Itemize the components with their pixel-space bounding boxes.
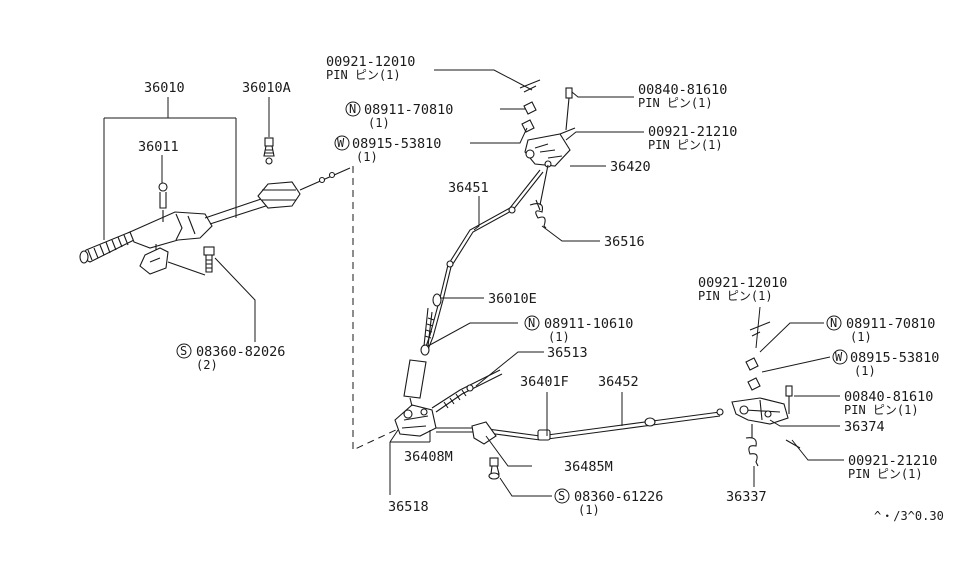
svg-text:S: S xyxy=(180,344,187,358)
equalizer-drawing xyxy=(394,369,724,480)
label-36401F: 36401F xyxy=(520,374,569,390)
part-labels: 36010 36011 36010A S 08360-82026 (2) 009… xyxy=(138,54,944,523)
label-pin-right-a-code: 00840-81610 xyxy=(844,389,933,405)
label-pin-top-desc: PIN ピン(1) xyxy=(326,68,401,82)
front-cable-drawing xyxy=(403,169,544,399)
rear-lever-drawing xyxy=(731,321,801,467)
label-pin-ur-b-desc: PIN ピン(1) xyxy=(648,138,723,152)
label-36452: 36452 xyxy=(598,374,639,390)
label-pin-right-b-desc: PIN ピン(1) xyxy=(848,467,923,481)
label-36011: 36011 xyxy=(138,139,179,155)
label-pin-ur-b-code: 00921-21210 xyxy=(648,124,737,140)
label-nut-right-code: 08911-70810 xyxy=(846,316,935,332)
label-pin-ur-a-code: 00840-81610 xyxy=(638,82,727,98)
label-washer-top-code: 08915-53810 xyxy=(352,136,441,152)
upper-bracket-drawing xyxy=(519,79,576,229)
label-36485M: 36485M xyxy=(564,459,613,475)
label-washer-right-code: 08915-53810 xyxy=(850,350,939,366)
label-nut-top-code: 08911-70810 xyxy=(364,102,453,118)
label-washer-top-qty: (1) xyxy=(356,150,378,164)
label-36518: 36518 xyxy=(388,499,429,515)
label-nut-top-qty: (1) xyxy=(368,116,390,130)
label-pin-right-code: 00921-12010 xyxy=(698,275,787,291)
svg-text:N: N xyxy=(528,316,535,330)
label-screw-left-code: 08360-82026 xyxy=(196,344,285,360)
label-screw-left-qty: (2) xyxy=(196,358,218,372)
lever-assembly-drawing xyxy=(79,137,351,276)
svg-text:N: N xyxy=(830,316,837,330)
label-36516: 36516 xyxy=(604,234,645,250)
svg-text:S: S xyxy=(558,489,565,503)
label-36451: 36451 xyxy=(448,180,489,196)
page-code: ^・/3^0.30 xyxy=(874,509,944,523)
svg-text:N: N xyxy=(349,102,356,116)
dashed-reference-line xyxy=(352,166,401,451)
label-screw-bottom-code: 08360-61226 xyxy=(574,489,663,505)
label-screw-bottom-qty: (1) xyxy=(578,503,600,517)
label-pin-right-a-desc: PIN ピン(1) xyxy=(844,403,919,417)
label-36010A: 36010A xyxy=(242,80,291,96)
label-pin-ur-a-desc: PIN ピン(1) xyxy=(638,96,713,110)
label-nut-right-qty: (1) xyxy=(850,330,872,344)
label-36337: 36337 xyxy=(726,489,767,505)
label-pin-right-desc: PIN ピン(1) xyxy=(698,289,773,303)
label-36010: 36010 xyxy=(144,80,185,96)
svg-text:W: W xyxy=(835,350,843,364)
label-36010E: 36010E xyxy=(488,291,537,307)
label-36513: 36513 xyxy=(547,345,588,361)
label-36374: 36374 xyxy=(844,419,885,435)
label-nut-mid-qty: (1) xyxy=(548,330,570,344)
label-pin-right-b-code: 00921-21210 xyxy=(848,453,937,469)
label-nut-mid-code: 08911-10610 xyxy=(544,316,633,332)
leader-lines xyxy=(103,69,844,497)
label-washer-right-qty: (1) xyxy=(854,364,876,378)
label-36408M: 36408M xyxy=(404,449,453,465)
label-pin-top-code: 00921-12010 xyxy=(326,54,415,70)
svg-text:W: W xyxy=(337,136,345,150)
label-36420: 36420 xyxy=(610,159,651,175)
